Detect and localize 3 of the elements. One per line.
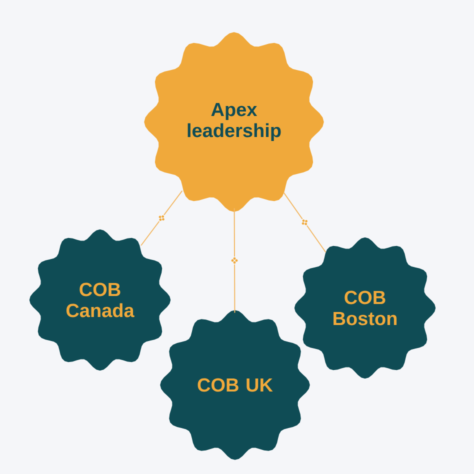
connector-line [140,190,183,246]
connector-line [283,192,326,253]
connector-line [230,208,239,314]
